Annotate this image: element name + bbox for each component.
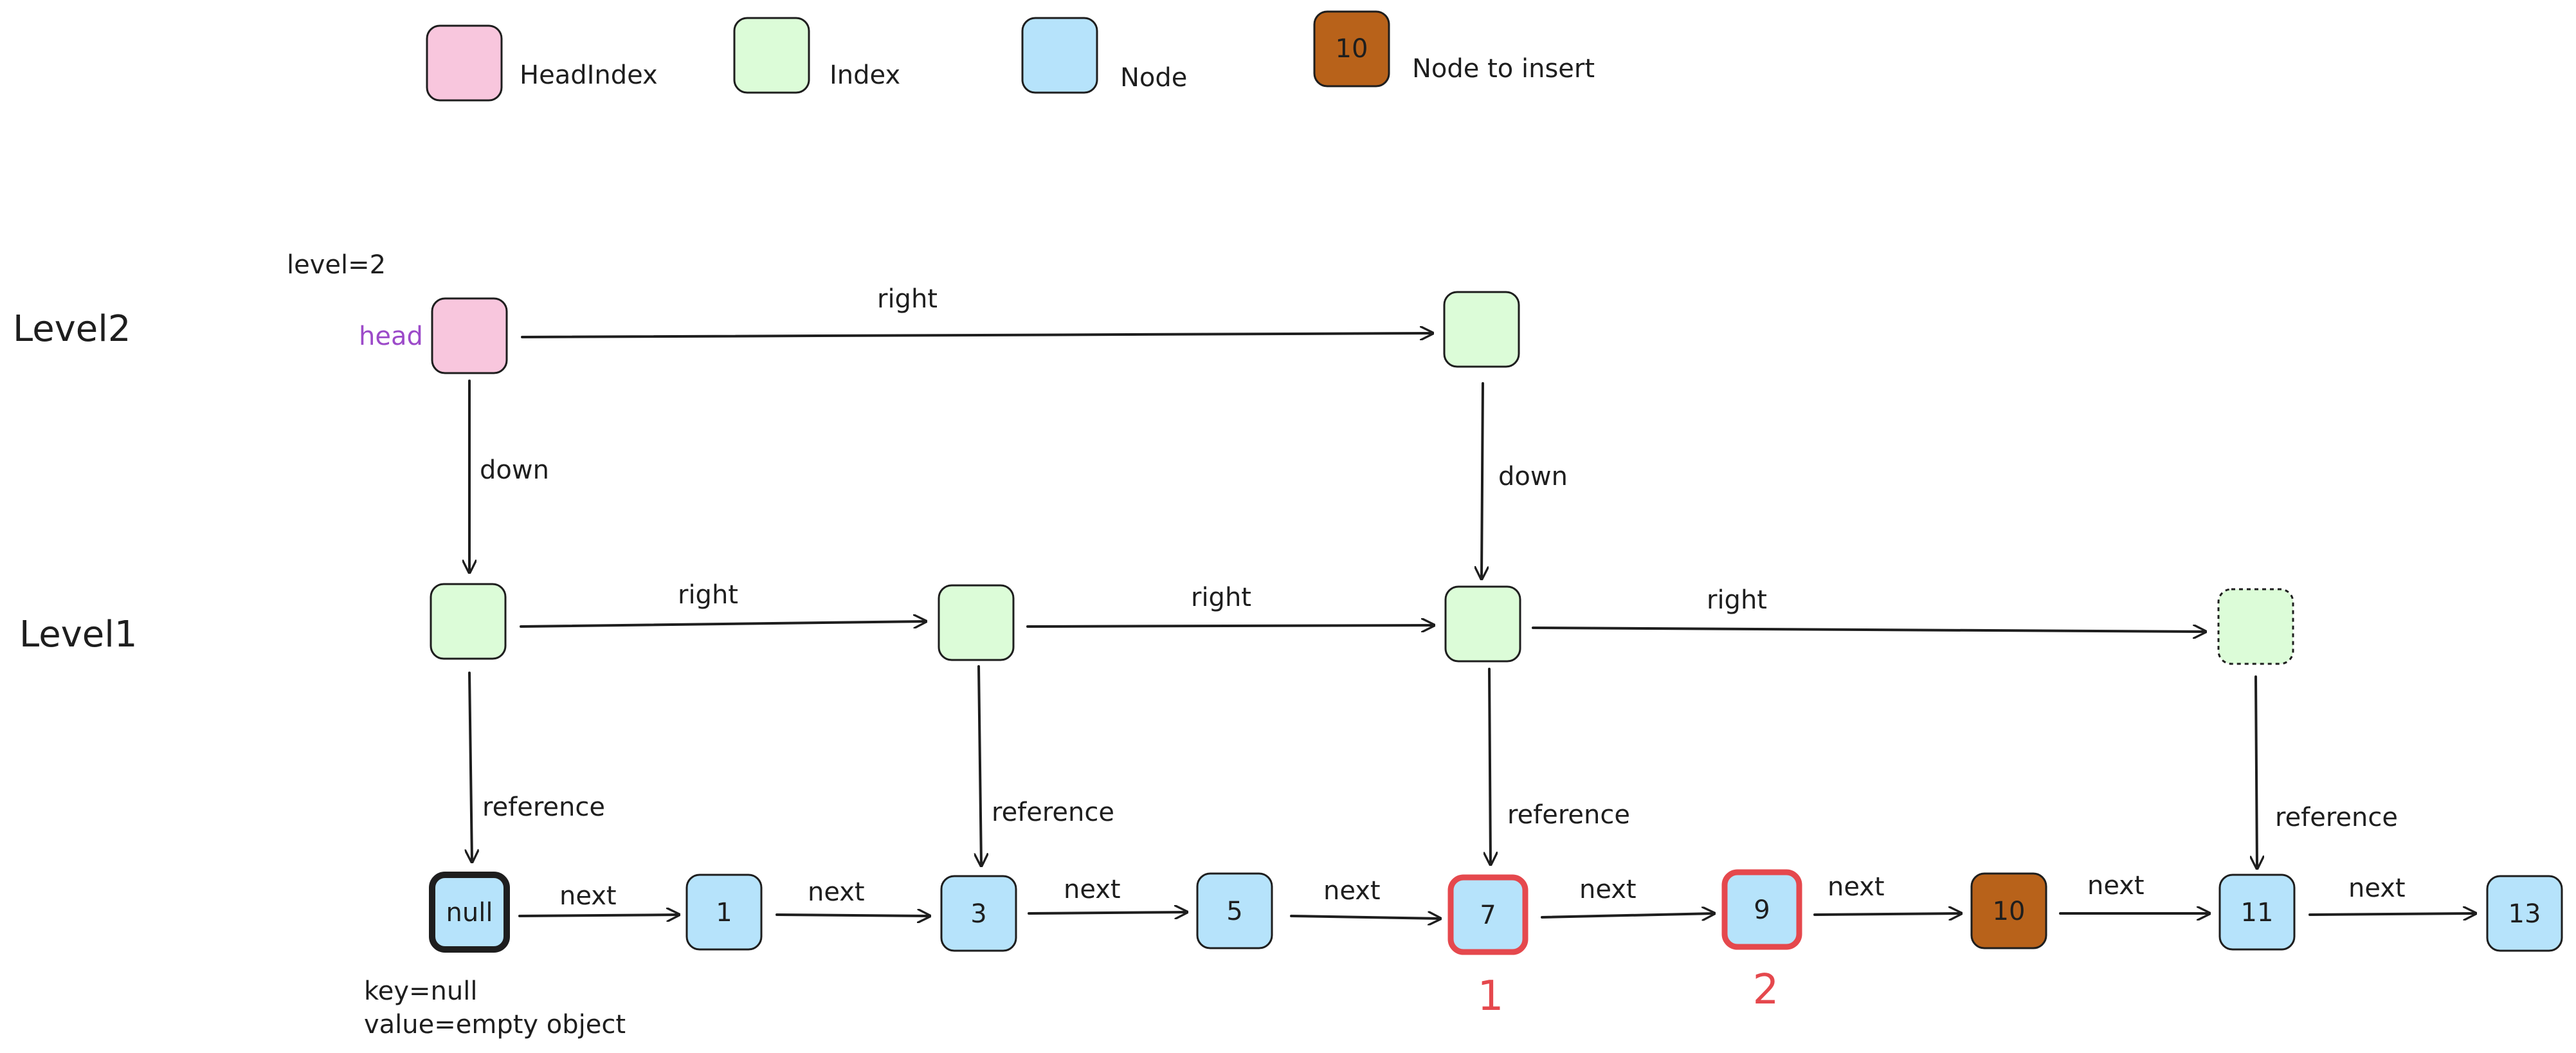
node-10-insert bbox=[1970, 872, 2047, 949]
node-5-label: 5 bbox=[1226, 897, 1242, 926]
level1-index-box-new bbox=[2217, 588, 2294, 665]
node-13-label: 13 bbox=[2508, 899, 2541, 929]
next-label-5: next bbox=[1579, 875, 1637, 904]
level-note: level=2 bbox=[287, 250, 386, 280]
level1-index-box-2 bbox=[938, 584, 1015, 661]
marker-2: 2 bbox=[1753, 966, 1779, 1014]
marker-1: 1 bbox=[1478, 973, 1504, 1020]
level1-right-arrow-1 bbox=[520, 621, 926, 627]
legend-insert-value: 10 bbox=[1336, 34, 1368, 64]
level1-right-label-1: right bbox=[678, 580, 738, 610]
next-arrow-4 bbox=[1290, 916, 1440, 919]
next-arrow-3 bbox=[1028, 912, 1187, 913]
node-1 bbox=[685, 874, 763, 951]
node-10-label: 10 bbox=[1993, 897, 2026, 926]
level2-right-arrow bbox=[521, 333, 1433, 337]
legend-insert-label: Node to insert bbox=[1412, 54, 1595, 84]
next-arrow-2 bbox=[776, 915, 930, 916]
node-7 bbox=[1447, 874, 1528, 955]
next-arrow-1 bbox=[518, 915, 679, 916]
next-label-8: next bbox=[2348, 874, 2406, 903]
level2-index-down-arrow bbox=[1482, 382, 1483, 579]
level1-right-arrow-3 bbox=[1532, 628, 2206, 632]
node-13 bbox=[2486, 875, 2563, 952]
level1-index-box-3 bbox=[1444, 585, 1521, 663]
legend-index-label: Index bbox=[830, 60, 900, 90]
head-down-label: down bbox=[480, 455, 549, 485]
next-label-2: next bbox=[808, 877, 865, 907]
reference-arrow-1 bbox=[469, 672, 472, 862]
node-11 bbox=[2218, 874, 2296, 951]
next-arrow-6 bbox=[1813, 913, 1961, 915]
legend-node-label: Node bbox=[1120, 63, 1187, 93]
node-7-label: 7 bbox=[1480, 901, 1496, 930]
legend: HeadIndex Index Node 10 Node to insert bbox=[426, 10, 1595, 102]
legend-node-swatch bbox=[1021, 17, 1098, 94]
null-node-value-note: value=empty object bbox=[364, 1010, 626, 1039]
next-label-3: next bbox=[1064, 875, 1121, 904]
node-null bbox=[429, 872, 510, 953]
level2-index-box bbox=[1443, 291, 1520, 368]
legend-insert-swatch bbox=[1313, 10, 1390, 87]
legend-index-swatch bbox=[733, 17, 810, 94]
level2-right-label: right bbox=[877, 284, 938, 314]
reference-label-2: reference bbox=[992, 798, 1114, 827]
reference-label-4: reference bbox=[2275, 803, 2398, 832]
node-9 bbox=[1721, 869, 1802, 950]
next-label-1: next bbox=[559, 881, 617, 911]
reference-arrow-3 bbox=[1489, 668, 1491, 865]
null-node-key-note: key=null bbox=[364, 976, 477, 1006]
reference-arrow-2 bbox=[979, 665, 981, 866]
level1-right-label-2: right bbox=[1191, 583, 1251, 612]
next-arrow-5 bbox=[1541, 913, 1714, 917]
next-label-6: next bbox=[1828, 872, 1885, 902]
node-9-label: 9 bbox=[1754, 895, 1770, 925]
node-1-label: 1 bbox=[716, 898, 732, 928]
next-label-7: next bbox=[2087, 871, 2145, 901]
level2-title: Level2 bbox=[13, 308, 131, 350]
head-label: head bbox=[359, 322, 423, 351]
legend-head-index-label: HeadIndex bbox=[520, 60, 658, 90]
reference-label-3: reference bbox=[1507, 800, 1630, 830]
node-11-label: 11 bbox=[2241, 898, 2274, 928]
level1-index-box-1 bbox=[430, 583, 507, 660]
reference-arrow-4 bbox=[2256, 675, 2257, 868]
next-arrow-8 bbox=[2308, 913, 2476, 915]
level1-title: Level1 bbox=[19, 614, 137, 655]
level2-index-down-label: down bbox=[1498, 462, 1568, 491]
head-index-box bbox=[431, 297, 508, 374]
next-label-4: next bbox=[1323, 876, 1381, 906]
node-5 bbox=[1196, 872, 1273, 949]
level1-right-label-3: right bbox=[1707, 585, 1767, 615]
node-null-label: null bbox=[446, 898, 493, 928]
node-3 bbox=[940, 875, 1017, 952]
level1-right-arrow-2 bbox=[1026, 625, 1434, 627]
reference-label-1: reference bbox=[482, 792, 605, 822]
node-3-label: 3 bbox=[970, 899, 986, 929]
legend-head-index-swatch bbox=[426, 24, 503, 102]
